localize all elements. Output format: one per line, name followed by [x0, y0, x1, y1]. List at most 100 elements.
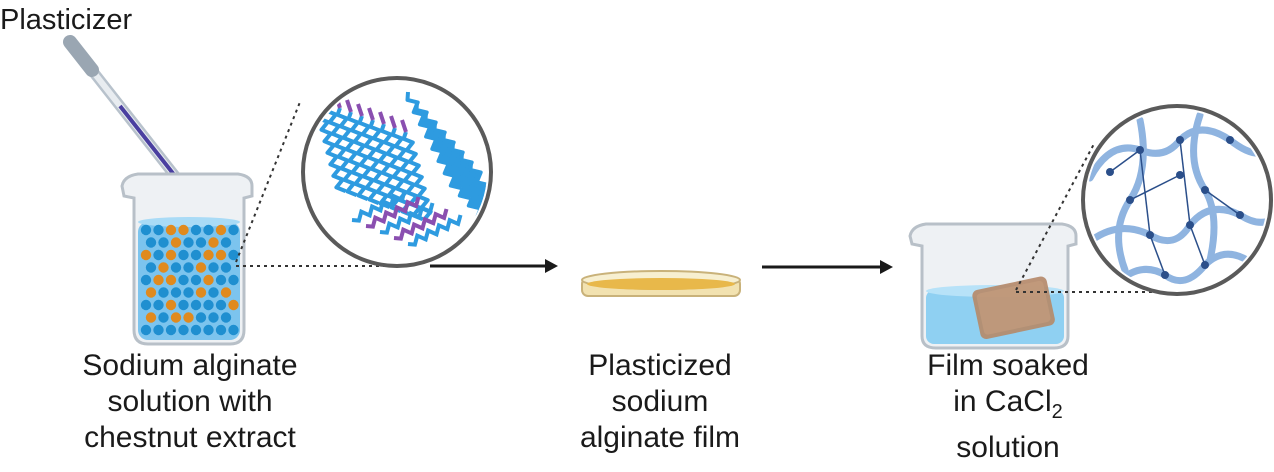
alginate-particle — [190, 274, 202, 286]
beaker-icon-right — [908, 222, 1078, 350]
soaked-film — [972, 276, 1055, 339]
plasticizer-end — [323, 91, 331, 105]
extract-particle — [208, 237, 219, 248]
step1-caption: Sodium alginate solution with chestnut e… — [30, 348, 350, 456]
alginate-particle — [153, 324, 164, 336]
alginate-particle — [220, 262, 232, 273]
extract-particle — [170, 312, 182, 323]
alginate-particle — [178, 299, 189, 311]
polymer-chain — [407, 214, 463, 247]
extract-particle — [195, 262, 207, 273]
plasticizer-end — [312, 87, 320, 101]
extract-particle — [153, 274, 164, 286]
alginate-particle — [228, 274, 239, 286]
alginate-particle — [178, 249, 189, 261]
alginate-particle — [153, 224, 164, 236]
extract-particle — [220, 287, 232, 298]
particles — [140, 224, 239, 336]
alginate-particle — [203, 299, 214, 311]
extract-particle — [145, 287, 157, 298]
extract-particle — [145, 312, 157, 323]
zoom-circle-polymer — [301, 76, 493, 268]
alginate-particle — [170, 287, 182, 298]
step1-line1: Sodium alginate — [82, 349, 298, 382]
alginate-particle — [158, 312, 169, 323]
alginate-particle — [178, 274, 189, 286]
alginate-particle — [228, 324, 239, 336]
polymer-chain — [365, 196, 421, 229]
plasticizer-end — [378, 111, 386, 125]
liquid-left — [138, 222, 240, 340]
alginate-particle — [190, 224, 202, 236]
plasticizer-label: Plasticizer — [0, 4, 133, 36]
alginate-particle — [190, 324, 202, 336]
alginate-particle — [158, 287, 169, 298]
alginate-particle — [140, 324, 152, 336]
step3-line3: solution — [956, 431, 1060, 464]
extract-particle — [215, 249, 227, 261]
step3-line2-prefix: in CaCl — [953, 385, 1052, 418]
extract-particle — [195, 287, 207, 298]
alginate-particle — [208, 262, 219, 273]
alginate-particle — [190, 249, 202, 261]
plasticizer-end — [400, 119, 408, 133]
step1-line3: chestnut extract — [84, 421, 296, 454]
alginate-particle — [140, 274, 152, 286]
extract-particle — [203, 249, 214, 261]
step3-line2-sub: 2 — [1051, 401, 1063, 423]
alginate-particle — [215, 299, 227, 311]
alginate-particle — [228, 249, 239, 261]
arrow-icon-1 — [430, 259, 558, 273]
alginate-particle — [183, 237, 194, 248]
alginate-particle — [145, 237, 157, 248]
plasticizer-end — [389, 115, 397, 129]
step3-caption: Film soaked in CaCl2 solution — [848, 348, 1168, 466]
extract-particle — [165, 299, 177, 311]
alginate-particle — [153, 299, 164, 311]
petri-dish-icon — [581, 270, 741, 297]
alginate-particle — [165, 324, 177, 336]
beaker-icon-left — [120, 172, 254, 346]
extract-particle — [158, 262, 169, 273]
alginate-particle — [208, 312, 219, 323]
extract-particle — [170, 237, 182, 248]
step2-line3: alginate film — [579, 421, 741, 454]
polymer-chain — [468, 161, 487, 261]
extract-particle — [140, 249, 152, 261]
polymer-chain — [393, 208, 449, 241]
alginate-particle — [195, 312, 207, 323]
step2-line1: Plasticized — [588, 349, 732, 382]
step3-line2: in CaCl2 — [848, 384, 1168, 430]
step2-caption: Plasticized sodium alginate film — [500, 348, 820, 456]
arrow-icon-2 — [762, 260, 893, 274]
alginate-particle — [178, 324, 189, 336]
plasticizer-end — [367, 107, 375, 121]
plasticizer-end — [345, 99, 353, 113]
alginate-particle — [170, 262, 182, 273]
alginate-particle — [183, 262, 194, 273]
plasticizer-end — [356, 103, 364, 117]
extract-particle — [165, 274, 177, 286]
alginate-particle — [215, 274, 227, 286]
alginate-particle — [208, 287, 219, 298]
alginate-particle — [158, 237, 169, 248]
alginate-particle — [183, 287, 194, 298]
step3-line1: Film soaked — [927, 349, 1089, 382]
extract-particle — [183, 312, 194, 323]
alginate-particle — [153, 249, 164, 261]
extract-particle — [165, 249, 177, 261]
alginate-particle — [190, 299, 202, 311]
extract-particle — [228, 299, 239, 311]
alginate-particle — [215, 324, 227, 336]
step2-line2: sodium — [611, 385, 709, 418]
alginate-particle — [203, 324, 214, 336]
zoom-circle-network — [1081, 104, 1273, 296]
pipette-icon — [63, 35, 196, 201]
alginate-particle — [220, 312, 232, 323]
extract-particle — [165, 224, 177, 236]
extract-particle — [215, 224, 227, 236]
alginate-particle — [228, 224, 239, 236]
alginate-particle — [145, 262, 157, 273]
step1-line2: solution with — [107, 385, 273, 418]
